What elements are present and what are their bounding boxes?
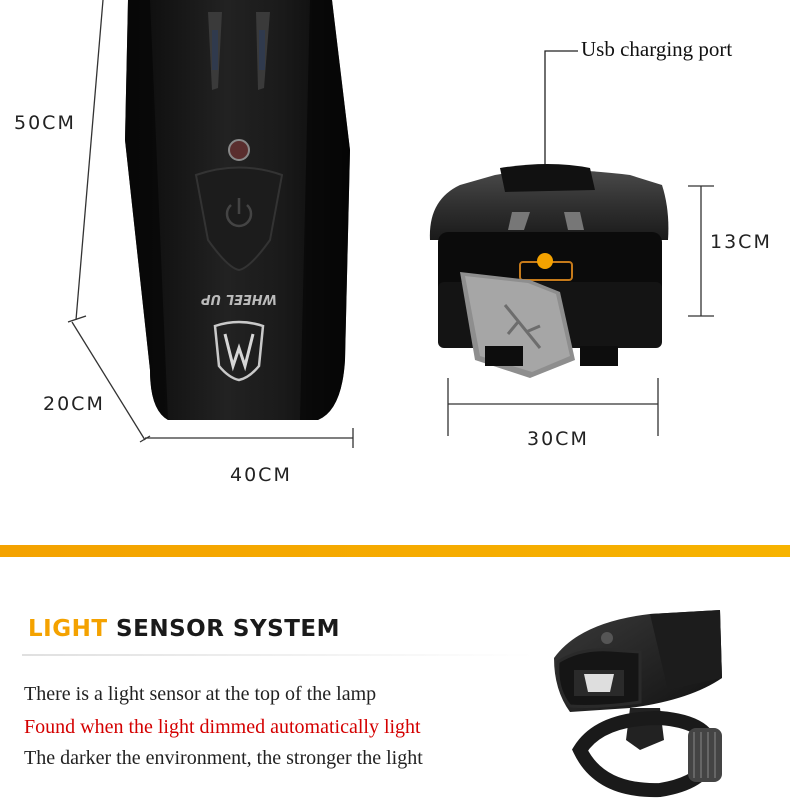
power-icon — [225, 198, 253, 228]
height-dimension-label: 50CM — [14, 112, 76, 134]
port-height-dimension-label: 13CM — [710, 231, 772, 253]
clamp-knob — [688, 728, 722, 782]
port-width-dimension-label: 30CM — [527, 428, 589, 450]
brand-text: WHEEL UP — [201, 291, 277, 306]
depth-dimension-label: 20CM — [43, 393, 105, 415]
section-title: LIGHT SENSOR SYSTEM — [28, 616, 340, 642]
section-title-rest: SENSOR SYSTEM — [116, 616, 340, 642]
usb-port-marker — [537, 253, 553, 269]
section-title-accent: LIGHT — [28, 616, 108, 642]
light-sensor — [228, 139, 250, 161]
width-dimension-label: 40CM — [230, 464, 292, 486]
title-underline — [22, 654, 534, 656]
power-button — [194, 166, 284, 272]
led-lamp-image — [554, 610, 722, 798]
lamp-rear-view — [429, 50, 714, 436]
lamp-top-view: WHEEL UP — [67, 0, 354, 448]
usb-port-callout: Usb charging port — [581, 37, 733, 61]
wheel-up-logo-icon — [213, 320, 265, 382]
description-line-1: There is a light sensor at the top of th… — [24, 683, 377, 705]
vent-slots — [208, 12, 270, 90]
section-divider — [0, 545, 790, 557]
description-line-3: The darker the environment, the stronger… — [24, 747, 423, 769]
description-line-2: Found when the light dimmed automaticall… — [24, 716, 421, 738]
usb-symbol-icon — [503, 304, 542, 349]
dimension-lines — [67, 0, 354, 448]
